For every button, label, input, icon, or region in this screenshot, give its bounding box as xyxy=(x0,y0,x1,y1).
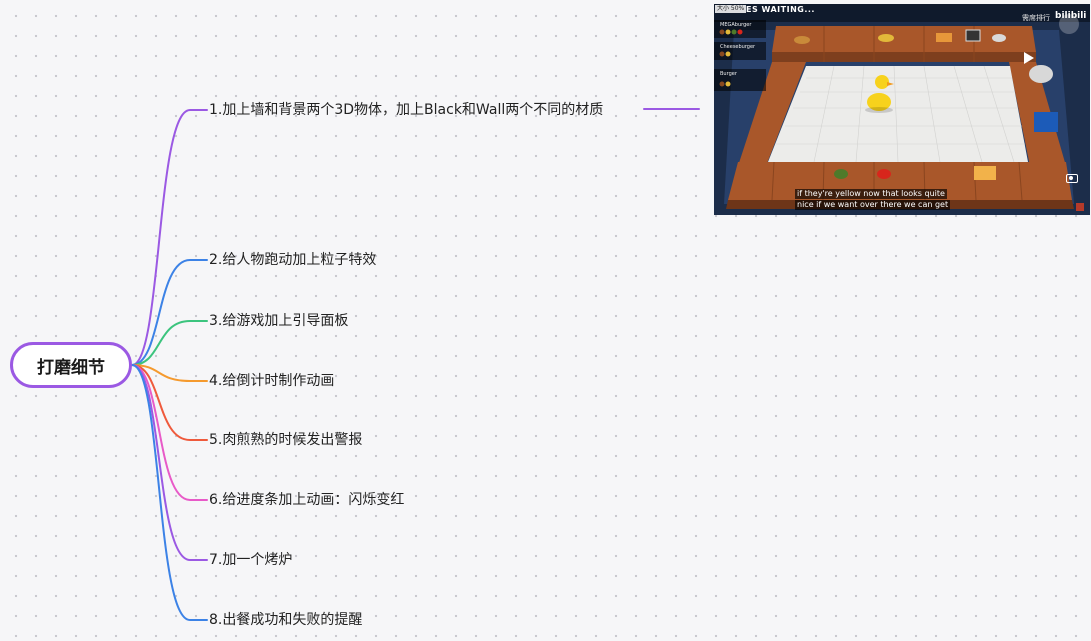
connector-8 xyxy=(131,364,208,621)
branch-topic-5[interactable]: 5.肉煎熟的时候发出警报 xyxy=(209,432,363,448)
order-ticket-2: Cheeseburger xyxy=(720,44,756,50)
branch-topic-4[interactable]: 4.给倒计时制作动画 xyxy=(209,373,335,389)
game-header-text: ES WAITING... xyxy=(746,5,815,14)
bilibili-logo: bilibili xyxy=(1055,11,1087,21)
connector-4 xyxy=(131,364,208,382)
branch-topic-3[interactable]: 3.给游戏加上引导面板 xyxy=(209,313,349,329)
connector-6 xyxy=(131,364,208,501)
connector-3 xyxy=(131,320,208,366)
connector-5 xyxy=(131,364,208,441)
subtitle-line-2: nice if we want over there we can get xyxy=(795,200,951,210)
subtitle-line-1: if they're yellow now that looks quite xyxy=(795,189,947,199)
connector-1 xyxy=(131,109,208,366)
connector-7 xyxy=(131,364,208,561)
branch-topic-6[interactable]: 6.给进度条加上动画：闪烁变红 xyxy=(209,492,405,508)
branch-topic-7[interactable]: 7.加一个烤炉 xyxy=(209,552,293,568)
connector-2 xyxy=(131,259,208,366)
central-topic-label: 打磨细节 xyxy=(37,357,105,378)
order-ticket-1: MEGAburger xyxy=(720,22,752,28)
attached-game-screenshot[interactable]: 大小 50% ES WAITING... 需席排行 bilibili MEGAb… xyxy=(714,4,1090,215)
branch-topic-1[interactable]: 1.加上墙和背景两个3D物体，加上Black和Wall两个不同的材质 xyxy=(209,102,604,118)
branch-topic-8[interactable]: 8.出餐成功和失败的提醒 xyxy=(209,612,363,628)
camera-icon[interactable] xyxy=(1066,174,1078,183)
game-scene-illustration xyxy=(714,4,1090,215)
zoom-badge: 大小 50% xyxy=(715,5,747,13)
play-icon[interactable] xyxy=(1024,52,1034,64)
rank-label: 需席排行 xyxy=(1022,14,1050,22)
order-ticket-3: Burger xyxy=(720,71,737,77)
branch-topic-2[interactable]: 2.给人物跑动加上粒子特效 xyxy=(209,252,377,268)
central-topic[interactable]: 打磨细节 xyxy=(10,342,132,388)
